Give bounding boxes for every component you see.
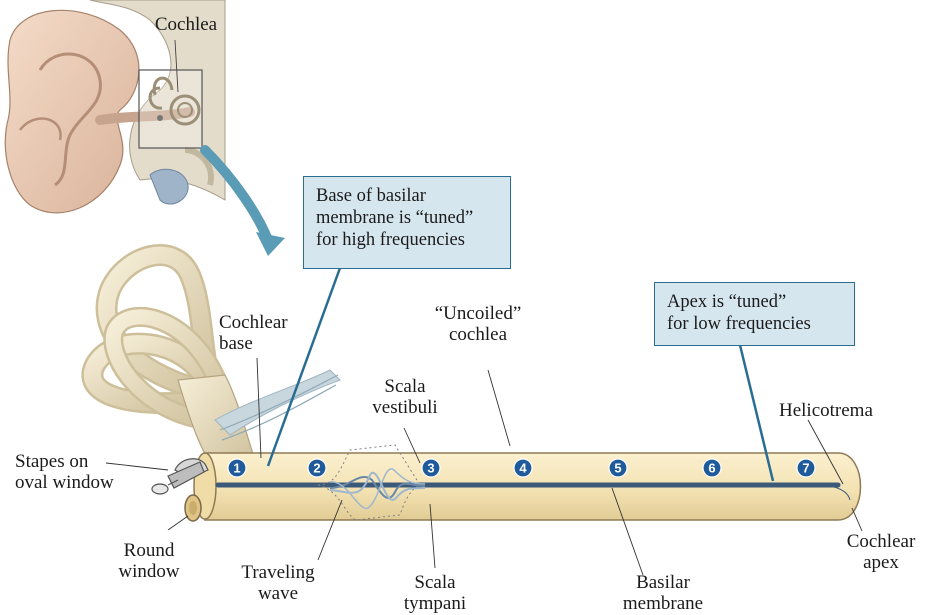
position-marker-label: 3 xyxy=(427,461,434,476)
label-stapes-on-oval-window: Stapes on oval window xyxy=(15,451,114,493)
position-marker-7: 7 xyxy=(797,459,815,477)
label-cochlear-base: Cochlear base xyxy=(219,312,288,354)
position-marker-4: 4 xyxy=(514,459,532,477)
label-traveling-wave: Traveling wave xyxy=(233,562,323,604)
zoom-arrow-head xyxy=(256,232,285,256)
label-uncoiled-cochlea: “Uncoiled” cochlea xyxy=(423,303,533,345)
position-marker-5: 5 xyxy=(609,459,627,477)
semicircular-canals xyxy=(92,255,340,470)
cochlea-focus-box xyxy=(139,70,202,148)
position-marker-label: 5 xyxy=(614,461,621,476)
label-round-window: Round window xyxy=(109,540,189,582)
label-basilar-membrane: Basilar membrane xyxy=(608,572,718,614)
position-marker-label: 6 xyxy=(708,461,715,476)
position-marker-label: 4 xyxy=(519,461,527,476)
position-marker-1: 1 xyxy=(228,459,246,477)
position-marker-label: 2 xyxy=(313,461,320,476)
label-cochlear-apex: Cochlear apex xyxy=(836,531,926,573)
position-marker-label: 1 xyxy=(233,461,240,476)
position-marker-label: 7 xyxy=(802,461,809,476)
position-marker-3: 3 xyxy=(422,459,440,477)
position-marker-2: 2 xyxy=(308,459,326,477)
label-scala-tympani: Scala tympani xyxy=(390,572,480,614)
label-cochlea: Cochlea xyxy=(146,14,226,35)
position-marker-6: 6 xyxy=(703,459,721,477)
callout-base-high-frequencies: Base of basilar membrane is “tuned” for … xyxy=(303,176,511,269)
callout-apex-low-frequencies: Apex is “tuned” for low frequencies xyxy=(654,282,855,346)
label-helicotrema: Helicotrema xyxy=(779,400,873,421)
uncoiled-cochlea-tube xyxy=(185,445,861,521)
label-scala-vestibuli: Scala vestibuli xyxy=(360,376,450,418)
